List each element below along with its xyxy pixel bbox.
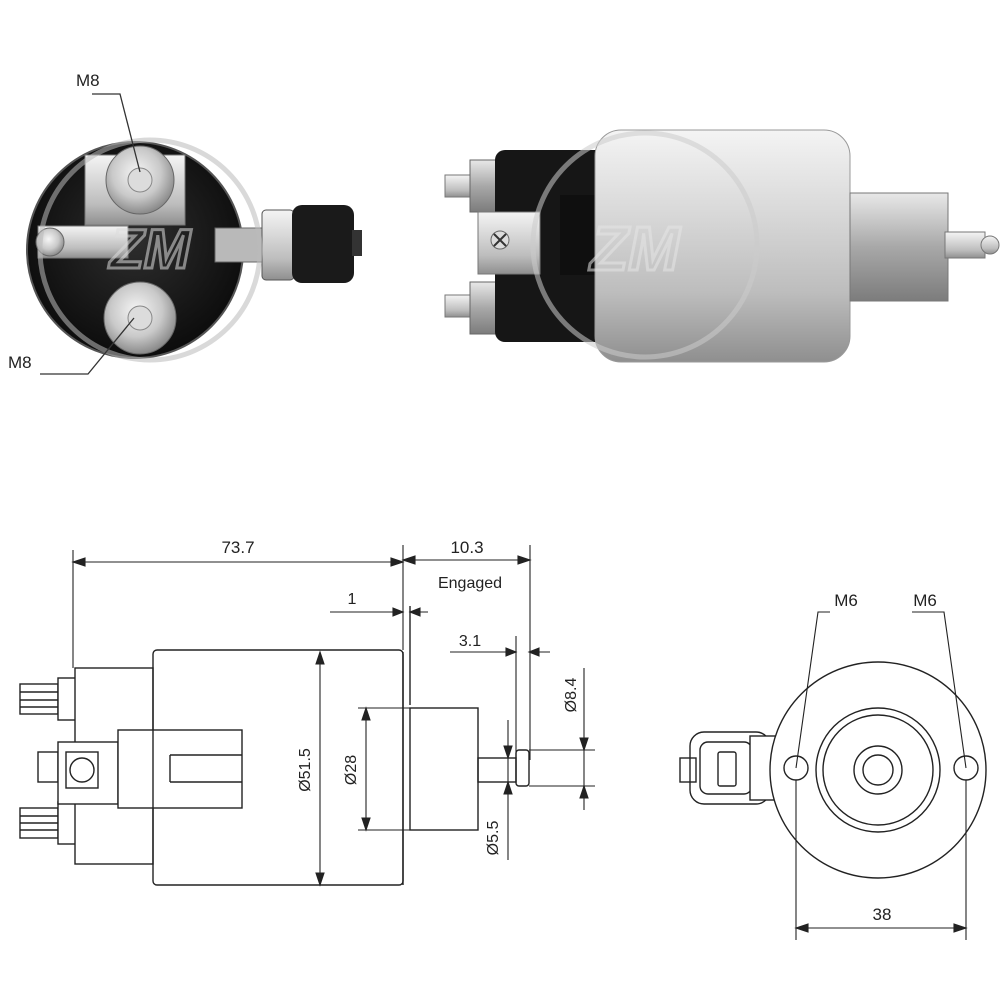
label-bottom-thread: M8 <box>8 353 32 372</box>
leader-left-m6 <box>795 611 830 769</box>
side-view-dimensions <box>71 545 595 887</box>
label-tip-length: 3.1 <box>459 633 481 650</box>
label-engaged: Engaged <box>438 575 502 592</box>
label-overall-length: 73.7 <box>221 538 254 557</box>
connector-outline <box>117 729 243 809</box>
watermark-logo-front: ZM <box>37 137 263 363</box>
label-body-diameter: Ø51.5 <box>297 748 314 792</box>
drawing-side-elevation <box>19 606 530 886</box>
label-left-hole-thread: M6 <box>834 591 858 610</box>
leader-right-m6 <box>912 611 967 769</box>
black-end-cap <box>27 142 243 358</box>
photo-front-view: ZM M8 M8 <box>8 71 362 375</box>
leader-top-m8 <box>92 93 141 173</box>
watermark-logo-side: ZM <box>530 130 760 360</box>
photo-side-view: ZM <box>444 129 1000 363</box>
svg-text:ZM: ZM <box>588 215 681 284</box>
rod-outline <box>477 757 517 783</box>
label-hole-spacing: 38 <box>873 905 892 924</box>
tip-outline <box>515 749 530 787</box>
label-plunger-travel: 10.3 <box>450 538 483 557</box>
leader-bottom-m8 <box>40 317 135 375</box>
end-body-circle <box>769 661 987 879</box>
label-rod-diameter: Ø5.5 <box>485 821 502 856</box>
label-tip-diameter: Ø8.4 <box>563 678 580 713</box>
drawing-end-view <box>679 661 987 879</box>
plunger-nose <box>849 192 949 302</box>
watermark-text: ZM <box>108 217 192 280</box>
label-nose-diameter: Ø28 <box>343 755 360 785</box>
label-top-thread: M8 <box>76 71 100 90</box>
label-flange-offset: 1 <box>348 591 357 608</box>
end-view-dimensions <box>794 611 968 940</box>
end-connector <box>679 731 779 805</box>
nose-outline <box>409 707 479 831</box>
end-inner-ring <box>815 707 941 833</box>
label-right-hole-thread: M6 <box>913 591 937 610</box>
